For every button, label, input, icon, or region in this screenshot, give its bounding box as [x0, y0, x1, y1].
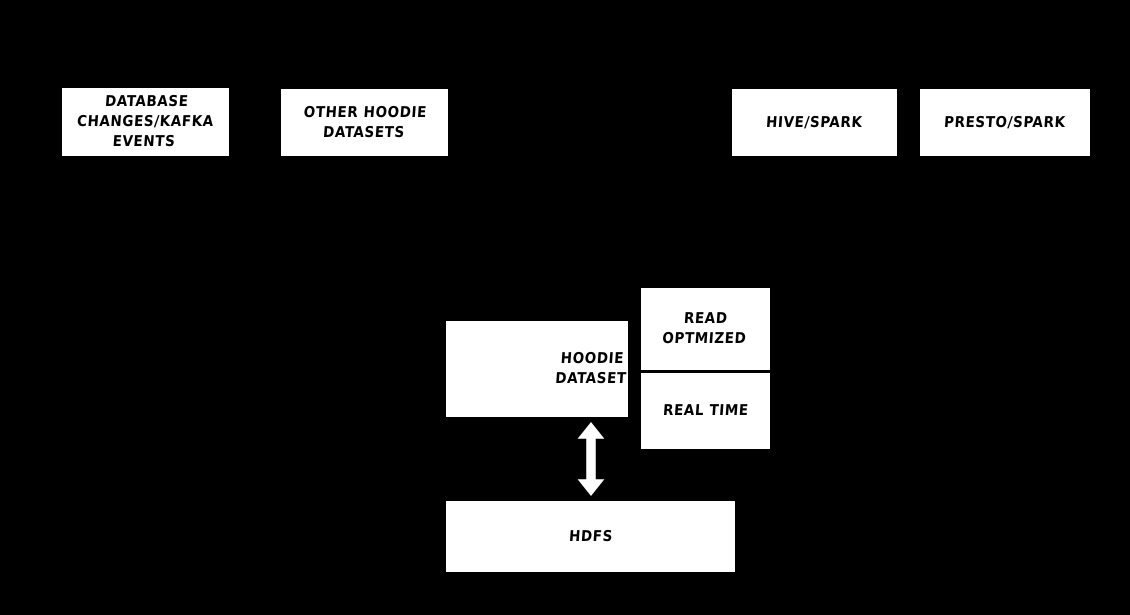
node-label: HIVE/SPARK: [765, 112, 864, 131]
node-read-optimized-view[interactable]: READ OPTMIZED: [641, 288, 770, 370]
node-label: DATABASE CHANGES/KAFKA EVENTS: [76, 92, 215, 150]
node-label: HOODIE DATASET: [554, 349, 627, 387]
node-hdfs[interactable]: HDFS: [446, 501, 735, 572]
node-other-hoodie-datasets[interactable]: OTHER HOODIE DATASETS: [281, 89, 448, 156]
node-database-changes-kafka-events[interactable]: DATABASE CHANGES/KAFKA EVENTS: [62, 88, 229, 156]
double-arrow-shape: [572, 418, 610, 500]
node-real-time-view[interactable]: REAL TIME: [641, 370, 770, 449]
node-label: REAL TIME: [662, 401, 750, 420]
double-headed-arrow-icon: [572, 418, 610, 500]
node-label: PRESTO/SPARK: [943, 112, 1067, 131]
node-label: HDFS: [568, 526, 614, 545]
node-hoodie-dataset[interactable]: HOODIE DATASET: [446, 321, 628, 417]
node-label: OTHER HOODIE DATASETS: [303, 102, 428, 141]
node-hive-spark[interactable]: HIVE/SPARK: [732, 89, 897, 156]
node-label: READ OPTMIZED: [662, 309, 748, 347]
node-presto-spark[interactable]: PRESTO/SPARK: [920, 89, 1090, 156]
